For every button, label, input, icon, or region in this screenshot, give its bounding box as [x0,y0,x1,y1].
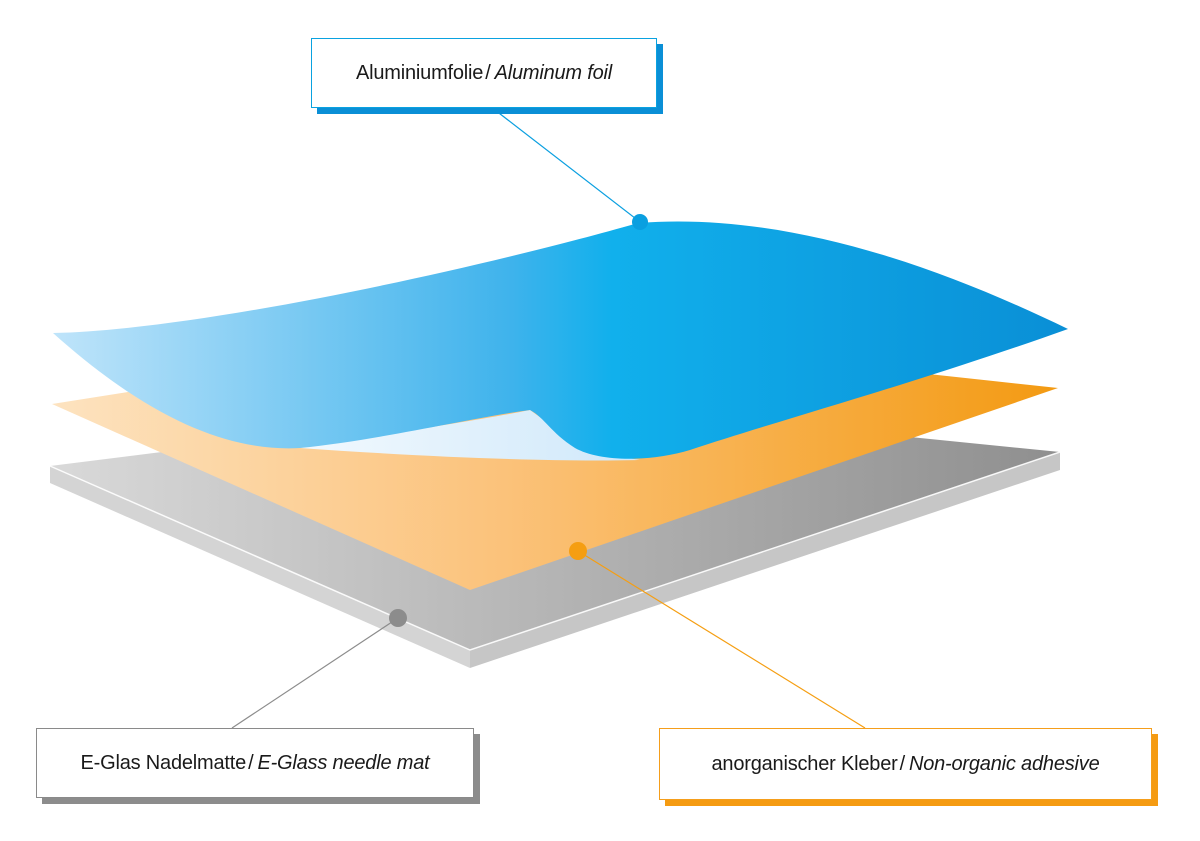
adhesive-leader-line [577,550,866,729]
aluminum-foil-label-de: Aluminiumfolie [355,61,484,84]
glass-marker-dot [389,609,407,627]
adhesive-label: anorganischer Kleber / Non-organic adhes… [659,728,1152,800]
glass-mat-left-side [50,466,470,668]
label-separator: / [485,61,491,84]
label-separator: / [899,752,906,775]
glass-mat-label-de: E-Glas Nadelmatte [80,751,247,774]
aluminum-foil-label-en: Aluminum foil [494,61,613,84]
foil-leader-line [494,109,641,223]
adhesive-label-de: anorganischer Kleber [711,752,898,775]
foil-underside [300,410,640,461]
adhesive-marker-dot [569,542,587,560]
glass-mat-label-en: E-Glass needle mat [257,751,430,774]
glass-mat-label: E-Glas Nadelmatte / E-Glass needle mat [36,728,474,798]
adhesive-label-en: Non-organic adhesive [908,752,1100,775]
aluminum-foil-layer [53,221,1068,459]
foil-marker-dot [632,214,648,230]
glass-mat-right-side [470,452,1060,668]
label-separator: / [248,751,254,774]
glass-leader-line [231,617,399,729]
aluminum-foil-label: Aluminiumfolie / Aluminum foil [311,38,657,108]
